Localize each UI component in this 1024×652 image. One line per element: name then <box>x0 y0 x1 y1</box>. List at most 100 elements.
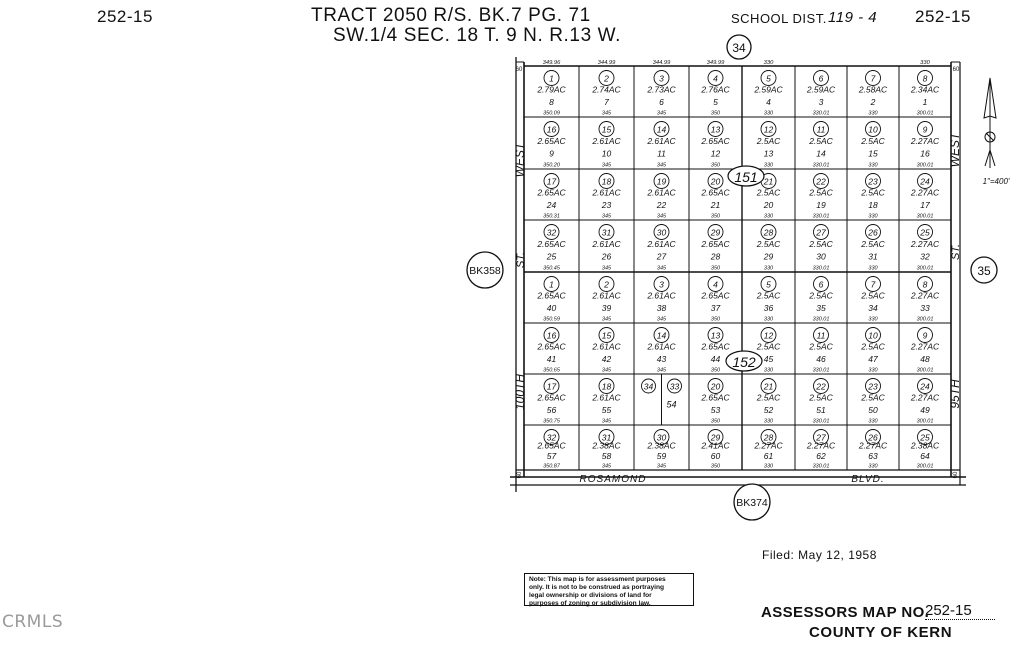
parcel-dimension: 300.01 <box>917 163 934 169</box>
parcel-number: 17 <box>920 200 930 210</box>
edge-dim-bottom-left: 60 <box>517 471 523 478</box>
parcel-dimension: 350.20 <box>543 163 561 169</box>
lot-number-circle <box>598 224 615 240</box>
lot-number-circle <box>598 121 615 137</box>
parcel-dimension: 330 <box>764 111 774 117</box>
parcel-dimension: 350.87 <box>543 464 561 470</box>
parcel-dimension: 350 <box>711 266 721 272</box>
parcel-number: 6 <box>659 97 664 107</box>
lot-number-circle <box>865 224 881 240</box>
lot-number: 1 <box>549 280 554 290</box>
parcel-acreage: 2.73AC <box>646 85 676 95</box>
lot-number: 20 <box>710 177 721 187</box>
parcel-dimension: 350.45 <box>543 266 561 272</box>
parcel-acreage: 2.65AC <box>700 342 730 352</box>
parcel-number: 54 <box>666 400 676 410</box>
parcel-acreage: 2.38AC <box>646 440 676 450</box>
lot-number-circle <box>707 378 724 394</box>
lot-number-circle <box>865 378 881 394</box>
parcel-number: 48 <box>920 354 930 364</box>
top-dimension: 330 <box>764 60 774 66</box>
lot-number-circle <box>653 327 670 343</box>
parcel-number: 2 <box>870 97 876 107</box>
lot-number-circle <box>598 378 615 394</box>
parcel-number: 9 <box>549 149 554 159</box>
lot-number-circle <box>707 224 724 240</box>
lot-number: 28 <box>763 433 774 443</box>
lot-number: 16 <box>547 331 557 341</box>
lot-number: 11 <box>817 125 826 135</box>
lot-number-circle <box>707 327 724 343</box>
top-dimension: 349.99 <box>707 60 726 66</box>
lot-number-circle <box>813 327 829 343</box>
lot-number-circle <box>667 378 682 394</box>
parcel-dimension: 330.01 <box>813 419 830 425</box>
lot-number: 14 <box>657 125 667 135</box>
parcel-acreage: 2.61AC <box>646 239 676 249</box>
